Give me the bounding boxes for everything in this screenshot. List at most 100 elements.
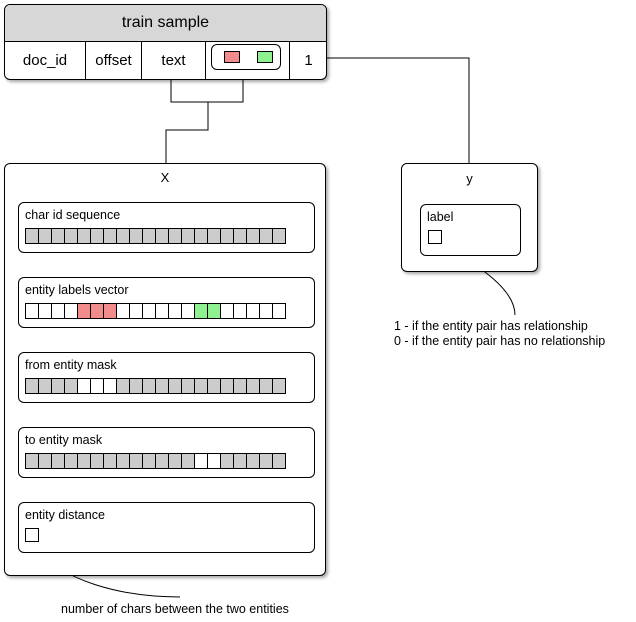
entity-labels-vector-label: entity labels vector — [25, 283, 129, 297]
vector-cell — [116, 453, 130, 469]
y-label-box: label — [420, 204, 521, 256]
vector-cell — [38, 228, 52, 244]
from-entity-mask-vector — [25, 378, 286, 394]
vector-cell — [246, 228, 260, 244]
vector-cell — [90, 378, 104, 394]
vector-cell — [116, 228, 130, 244]
vector-cell — [246, 453, 260, 469]
char-id-sequence-vector — [25, 228, 286, 244]
vector-cell — [220, 453, 234, 469]
entity-green-swatch — [257, 51, 273, 63]
vector-cell — [272, 378, 286, 394]
char-id-sequence-box: char id sequence — [18, 202, 315, 253]
relationship-note-line-1: 1 - if the entity pair has relationship — [394, 319, 588, 333]
x-connector-stem — [165, 102, 209, 163]
entity-labels-vector — [25, 303, 286, 319]
vector-cell — [259, 453, 273, 469]
vector-cell — [272, 303, 286, 319]
x-box: X char id sequence entity labels vector … — [4, 163, 326, 576]
vector-cell — [220, 303, 234, 319]
vector-cell — [233, 303, 247, 319]
vector-cell — [129, 378, 143, 394]
field-doc-id: doc_id — [5, 42, 86, 79]
vector-cell — [64, 303, 78, 319]
vector-cell — [168, 453, 182, 469]
vector-cell — [64, 453, 78, 469]
vector-cell — [77, 228, 91, 244]
vector-cell — [168, 303, 182, 319]
vector-cell — [233, 228, 247, 244]
vector-cell — [246, 303, 260, 319]
vector-cell — [207, 303, 221, 319]
vector-cell — [64, 228, 78, 244]
vector-cell — [142, 228, 156, 244]
vector-cell — [207, 453, 221, 469]
vector-cell — [259, 378, 273, 394]
char-id-sequence-label: char id sequence — [25, 208, 121, 222]
x-title: X — [160, 170, 170, 185]
vector-cell — [38, 303, 52, 319]
y-connector — [316, 57, 470, 163]
vector-cell — [51, 303, 65, 319]
vector-cell — [116, 303, 130, 319]
vector-cell — [272, 228, 286, 244]
vector-cell — [25, 453, 39, 469]
vector-cell — [259, 228, 273, 244]
vector-cell — [129, 303, 143, 319]
field-offset: offset — [86, 42, 142, 79]
vector-cell — [168, 378, 182, 394]
vector-cell — [51, 378, 65, 394]
vector-cell — [51, 453, 65, 469]
vector-cell — [181, 303, 195, 319]
vector-cell — [155, 378, 169, 394]
vector-cell — [90, 453, 104, 469]
vector-cell — [259, 303, 273, 319]
vector-cell — [168, 228, 182, 244]
vector-cell — [272, 453, 286, 469]
vector-cell — [194, 378, 208, 394]
vector-cell — [116, 378, 130, 394]
vector-cell — [194, 453, 208, 469]
vector-cell — [207, 378, 221, 394]
vector-cell — [103, 453, 117, 469]
vector-cell — [64, 378, 78, 394]
y-label-square — [428, 230, 442, 244]
vector-cell — [181, 228, 195, 244]
vector-cell — [220, 378, 234, 394]
entity-distance-box: entity distance — [18, 502, 315, 553]
entity-distance-label: entity distance — [25, 508, 105, 522]
vector-cell — [246, 378, 260, 394]
y-label-text: label — [427, 210, 454, 224]
vector-cell — [181, 453, 195, 469]
vector-cell — [51, 228, 65, 244]
vector-cell — [181, 378, 195, 394]
distance-note: number of chars between the two entities — [61, 602, 289, 616]
vector-cell — [90, 228, 104, 244]
vector-cell — [207, 228, 221, 244]
vector-cell — [155, 228, 169, 244]
field-entity-pair — [206, 42, 290, 79]
vector-cell — [233, 378, 247, 394]
vector-cell — [103, 378, 117, 394]
vector-cell — [77, 303, 91, 319]
train-sample-title: train sample — [5, 5, 326, 42]
vector-cell — [142, 378, 156, 394]
vector-cell — [194, 228, 208, 244]
vector-cell — [77, 453, 91, 469]
train-sample-fields: doc_id offset text 1 — [5, 42, 326, 79]
relationship-note-line-2: 0 - if the entity pair has no relationsh… — [394, 334, 606, 348]
from-entity-mask-label: from entity mask — [25, 358, 117, 372]
vector-cell — [194, 303, 208, 319]
vector-cell — [142, 453, 156, 469]
field-label-value: 1 — [304, 52, 313, 69]
vector-cell — [142, 303, 156, 319]
entity-distance-square — [25, 528, 39, 542]
to-entity-mask-label: to entity mask — [25, 433, 103, 447]
vector-cell — [25, 378, 39, 394]
entity-red-swatch — [224, 51, 240, 63]
vector-cell — [129, 453, 143, 469]
from-entity-mask-box: from entity mask — [18, 352, 315, 403]
to-entity-mask-box: to entity mask — [18, 427, 315, 478]
entity-labels-vector-box: entity labels vector — [18, 277, 315, 328]
vector-cell — [103, 303, 117, 319]
